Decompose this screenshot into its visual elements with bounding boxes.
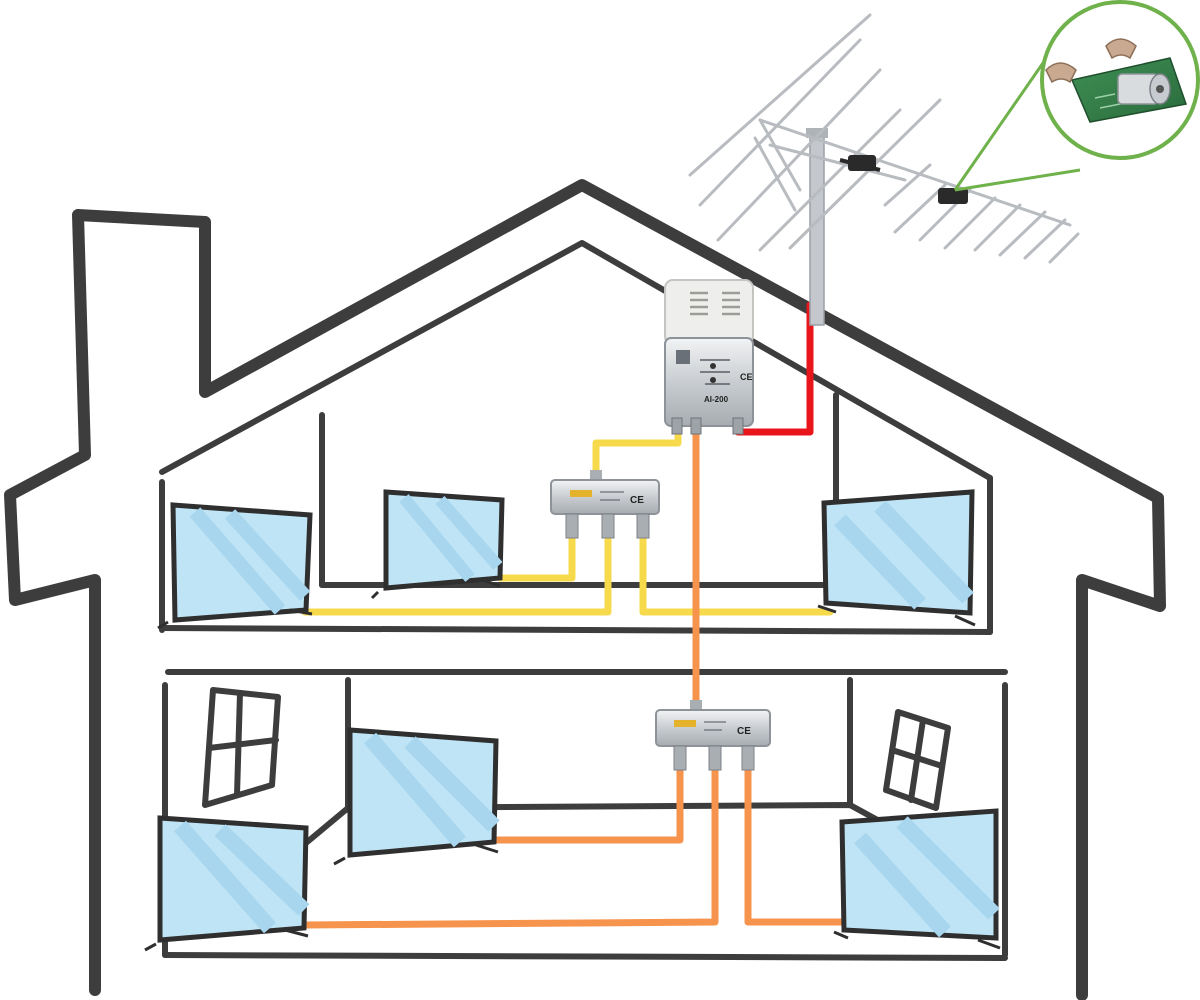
- amplifier-icon: CE AI-200: [664, 279, 754, 435]
- house-outer-outline: [4, 179, 1166, 1000]
- top-splitter-to-tv-left-cable: [301, 531, 612, 616]
- tv-icon: [839, 808, 999, 941]
- bottom-splitter: CE: [655, 700, 771, 771]
- window-icon: [202, 687, 281, 808]
- top-tv-center: [370, 489, 505, 600]
- circuit-board-callout: [953, 0, 1200, 192]
- left-window: [202, 687, 281, 808]
- circuit-board-icon: [1045, 38, 1187, 123]
- top-splitter-to-tv-right-cable: [639, 531, 834, 616]
- antenna-icon: [688, 13, 1080, 326]
- bottom-tv-right: [833, 808, 1001, 950]
- right-window: [883, 709, 951, 811]
- mast-amplifier: CE AI-200: [664, 279, 754, 435]
- window-icon: [883, 709, 951, 811]
- callout-line-upper: [953, 49, 1054, 191]
- ground-floor-line: [162, 952, 1008, 961]
- top-splitter-to-tv-center-cable: [496, 531, 576, 582]
- top-splitter: CE: [550, 470, 660, 539]
- bottom-splitter-ce-mark: CE: [737, 726, 751, 737]
- callout-line-lower: [954, 168, 1081, 192]
- tv-icon: [821, 489, 975, 616]
- bottom-splitter-to-tv-left-cable: [301, 761, 719, 929]
- amplifier-model-label: AI-200: [704, 395, 729, 404]
- attic-roofline: [159, 240, 993, 481]
- bottom-splitter-to-tv-right-cable: [744, 761, 846, 926]
- attic-floor-line: [159, 625, 993, 635]
- antenna-cable: [734, 301, 814, 436]
- bottom-splitter-to-tv-center-cable: [491, 761, 684, 844]
- top-tv-right: [817, 489, 976, 627]
- roof-antenna: [688, 13, 1080, 326]
- bottom-tv-center: [333, 727, 500, 866]
- amp-to-top-splitter-cable: [592, 421, 682, 482]
- splitter-icon: CE: [655, 700, 771, 771]
- top-splitter-ce-mark: CE: [630, 495, 644, 506]
- splitter-icon: CE: [550, 470, 660, 539]
- svg-text:CE: CE: [740, 372, 753, 382]
- top-tv-left: [157, 502, 313, 630]
- bottom-tv-far-left: [144, 815, 310, 952]
